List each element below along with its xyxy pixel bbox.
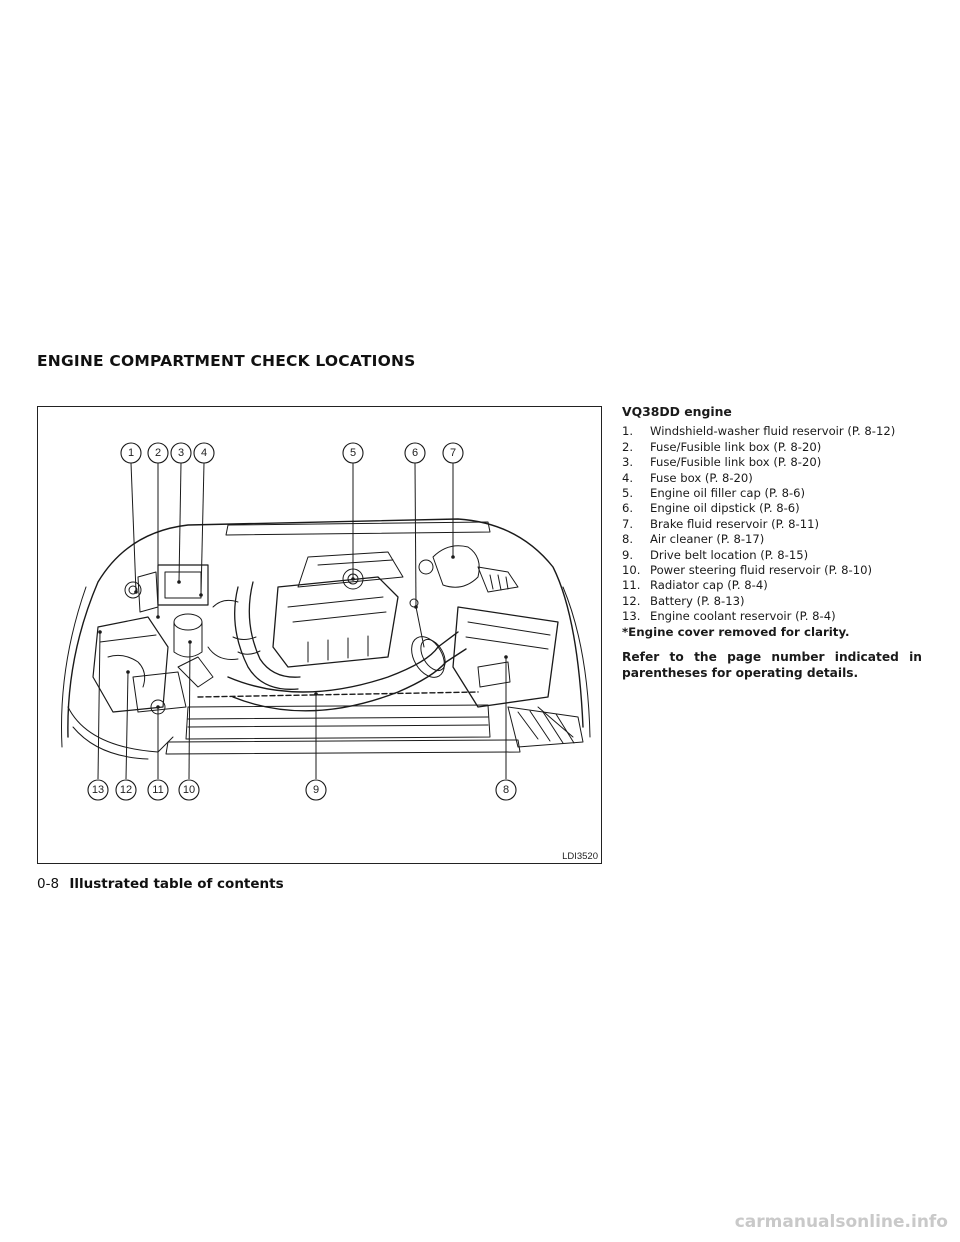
figure-code: LDI3520: [562, 851, 598, 862]
callout-circle-6: [404, 442, 426, 464]
legend-item: 6. Engine oil dipstick (P. 8-6): [622, 501, 922, 516]
callout-label-3: 3: [178, 447, 184, 459]
callout-circle-10: [178, 779, 200, 801]
callout-label-11: 11: [152, 784, 163, 796]
callout-label-8: 8: [503, 784, 509, 796]
callout-circle-1: [120, 442, 142, 464]
legend-item-text: Fuse box (P. 8-20): [650, 470, 753, 485]
legend-item-text: Engine oil dipstick (P. 8-6): [650, 501, 800, 516]
callout-circle-5: [342, 442, 364, 464]
legend-item: 1. Windshield-washer fluid reservoir (P. …: [622, 424, 922, 439]
callout-label-1: 1: [128, 447, 134, 459]
legend-item-text: Air cleaner (P. 8-17): [650, 532, 765, 547]
legend-item-number: 5.: [622, 486, 634, 501]
legend-item-number: 1.: [622, 424, 634, 439]
legend-item-text: Drive belt location (P. 8-15): [650, 547, 809, 562]
callout-circle-13: [87, 779, 109, 801]
engine-compartment-figure: 1 2 3 4 5 6 7 13 12 11 10 9 8 LDI3520: [37, 406, 602, 864]
legend-item-number: 10.: [622, 563, 641, 578]
legend-item-number: 4.: [622, 470, 634, 485]
callout-circle-2: [147, 442, 169, 464]
legend-item-text: Brake fluid reservoir (P. 8-11): [650, 516, 819, 531]
callout-label-9: 9: [313, 784, 319, 796]
watermark: carmanualsonline.info: [734, 1212, 948, 1232]
legend-item: 10. Power steering fluid reservoir (P. 8-…: [622, 563, 922, 578]
legend: VQ38DD engine 1. Windshield-washer fluid …: [622, 404, 922, 681]
legend-item-text: Engine coolant reservoir (P. 8-4): [650, 609, 836, 624]
section-title: ENGINE COMPARTMENT CHECK LOCATIONS: [37, 352, 416, 370]
legend-item-number: 6.: [622, 501, 634, 516]
callout-label-5: 5: [350, 447, 356, 459]
legend-item-number: 12.: [622, 593, 641, 608]
callout-label-2: 2: [155, 447, 161, 459]
legend-item: 11. Radiator cap (P. 8-4): [622, 578, 922, 593]
callout-label-13: 13: [92, 784, 104, 796]
legend-item: 3. Fuse/Fusible link box (P. 8-20): [622, 455, 922, 470]
legend-item-text: Fuse/Fusible link box (P. 8-20): [650, 439, 822, 454]
callout-circle-12: [115, 779, 137, 801]
page-number: 0-8: [37, 876, 60, 892]
legend-item: 13. Engine coolant reservoir (P. 8-4): [622, 609, 922, 624]
legend-item-number: 13.: [622, 609, 641, 624]
legend-item: 8. Air cleaner (P. 8-17): [622, 532, 922, 547]
legend-item: 4. Fuse box (P. 8-20): [622, 471, 922, 486]
legend-item-text: Windshield-washer fluid reservoir (P. 8-…: [650, 424, 896, 439]
legend-item-text: Battery (P. 8-13): [650, 593, 745, 608]
legend-item-text: Fuse/Fusible link box (P. 8-20): [650, 455, 822, 470]
legend-item-number: 7.: [622, 516, 634, 531]
callout-label-6: 6: [412, 447, 418, 459]
legend-item-number: 11.: [622, 578, 641, 593]
legend-item: 9. Drive belt location (P. 8-15): [622, 548, 922, 563]
legend-item-text: Radiator cap (P. 8-4): [650, 578, 768, 593]
legend-item: 12. Battery (P. 8-13): [622, 594, 922, 609]
legend-refer: Refer to the page number indicated in pa…: [622, 650, 922, 681]
legend-item-number: 8.: [622, 532, 634, 547]
callout-circle-3: [170, 442, 192, 464]
legend-item-number: 9.: [622, 547, 634, 562]
callout-circle-8: [495, 779, 517, 801]
legend-item: 2. Fuse/Fusible link box (P. 8-20): [622, 440, 922, 455]
legend-list: 1. Windshield-washer fluid reservoir (P. …: [622, 424, 922, 624]
legend-note: *Engine cover removed for clarity.: [622, 624, 850, 639]
callout-circle-7: [442, 442, 464, 464]
engine-illustration: 1 2 3 4 5 6 7 13 12 11 10 9 8: [61, 442, 591, 801]
callout-circle-9: [305, 779, 327, 801]
callout-label-7: 7: [450, 447, 456, 459]
page-footer: 0-8 Illustrated table of contents: [37, 876, 284, 892]
legend-item: 7. Brake fluid reservoir (P. 8-11): [622, 517, 922, 532]
callout-label-12: 12: [120, 784, 132, 796]
footer-title: Illustrated table of contents: [69, 876, 284, 892]
callout-circle-4: [193, 442, 215, 464]
callout-label-4: 4: [201, 447, 207, 459]
legend-item-number: 3.: [622, 455, 634, 470]
legend-item-text: Engine oil filler cap (P. 8-6): [650, 486, 806, 501]
legend-item-number: 2.: [622, 439, 634, 454]
legend-item: 5. Engine oil filler cap (P. 8-6): [622, 486, 922, 501]
callout-label-10: 10: [183, 784, 195, 796]
callout-circle-11: [147, 779, 169, 801]
legend-heading: VQ38DD engine: [622, 404, 732, 419]
legend-item-text: Power steering fluid reservoir (P. 8-10): [650, 563, 873, 578]
